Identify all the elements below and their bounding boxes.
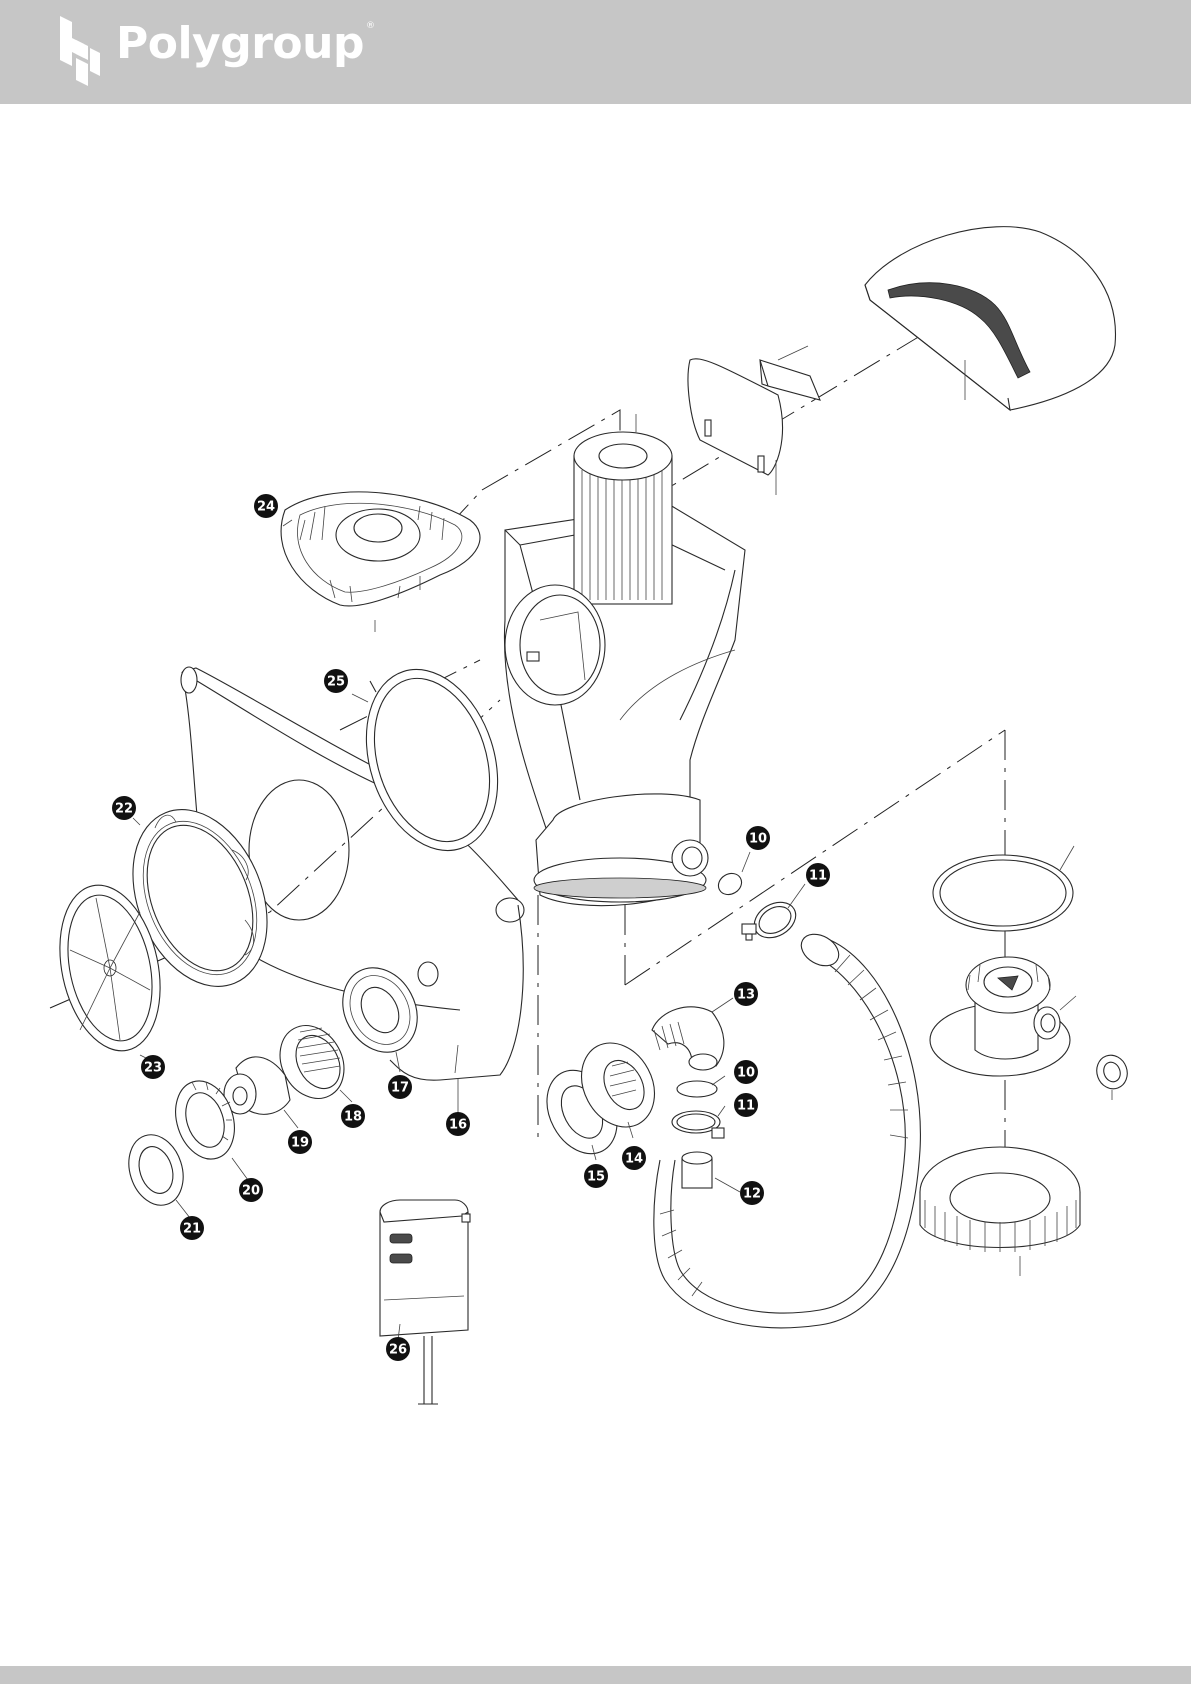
callout-17: 17 bbox=[388, 1075, 412, 1099]
header-bar: Polygroup® bbox=[0, 0, 1191, 104]
exploded-parts-diagram: 24 25 22 23 10 11 13 10 11 12 14 15 16 1… bbox=[0, 104, 1191, 1666]
svg-text:23: 23 bbox=[144, 1061, 162, 1076]
svg-text:22: 22 bbox=[115, 802, 133, 817]
callout-10-upper: 10 bbox=[746, 826, 770, 850]
pump-lock-ring bbox=[920, 1147, 1080, 1276]
callout-20: 20 bbox=[239, 1178, 263, 1202]
callout-23: 23 bbox=[141, 1055, 165, 1079]
part-24-skimmer-basket bbox=[281, 492, 480, 632]
footer-bar bbox=[0, 1666, 1191, 1684]
weir-flap bbox=[688, 346, 820, 495]
part-10-o-ring-upper bbox=[715, 869, 746, 898]
part-11-hose-clamp-upper bbox=[742, 895, 802, 945]
svg-text:12: 12 bbox=[743, 1187, 761, 1202]
polygroup-logo-icon bbox=[56, 14, 116, 90]
svg-text:16: 16 bbox=[449, 1118, 467, 1133]
part-13-elbow bbox=[652, 1007, 724, 1070]
skimmer-body bbox=[504, 414, 745, 906]
svg-text:11: 11 bbox=[737, 1099, 755, 1114]
svg-text:11: 11 bbox=[809, 869, 827, 884]
part-17-washer bbox=[328, 955, 431, 1066]
part-10-o-ring-lower bbox=[677, 1081, 717, 1097]
svg-text:17: 17 bbox=[391, 1081, 409, 1096]
callout-25: 25 bbox=[324, 669, 348, 693]
svg-text:21: 21 bbox=[183, 1222, 201, 1237]
callout-18: 18 bbox=[341, 1104, 365, 1128]
svg-text:24: 24 bbox=[257, 500, 275, 515]
callout-10-lower: 10 bbox=[734, 1060, 758, 1084]
svg-text:10: 10 bbox=[737, 1066, 755, 1081]
callout-15: 15 bbox=[584, 1164, 608, 1188]
callout-11-upper: 11 bbox=[806, 863, 830, 887]
callout-21: 21 bbox=[180, 1216, 204, 1240]
brand-name: Polygroup® bbox=[116, 22, 374, 66]
part-25-gasket-ring bbox=[344, 652, 519, 867]
svg-text:18: 18 bbox=[344, 1110, 362, 1125]
skimmer-lid bbox=[865, 227, 1115, 410]
svg-text:19: 19 bbox=[291, 1136, 309, 1151]
part-26-power-plug bbox=[380, 1200, 470, 1404]
svg-text:25: 25 bbox=[327, 675, 345, 690]
part-19-strainer-elbow bbox=[224, 1057, 290, 1114]
callout-19: 19 bbox=[288, 1130, 312, 1154]
svg-text:10: 10 bbox=[749, 832, 767, 847]
callout-11-lower: 11 bbox=[734, 1093, 758, 1117]
callout-14: 14 bbox=[622, 1146, 646, 1170]
pump-washer bbox=[1092, 1051, 1132, 1100]
callout-13: 13 bbox=[734, 982, 758, 1006]
callout-12: 12 bbox=[740, 1181, 764, 1205]
part-21-washer bbox=[120, 1128, 192, 1213]
callout-24: 24 bbox=[254, 494, 278, 518]
svg-text:20: 20 bbox=[242, 1184, 260, 1199]
svg-text:14: 14 bbox=[625, 1152, 643, 1167]
svg-text:13: 13 bbox=[737, 988, 755, 1003]
callout-16: 16 bbox=[446, 1112, 470, 1136]
pump-motor-housing bbox=[930, 957, 1076, 1076]
callout-26: 26 bbox=[386, 1337, 410, 1361]
part-11-hose-clamp-lower bbox=[672, 1111, 724, 1138]
callout-22: 22 bbox=[112, 796, 136, 820]
svg-text:26: 26 bbox=[389, 1343, 407, 1358]
svg-text:15: 15 bbox=[587, 1170, 605, 1185]
pump-o-ring bbox=[933, 846, 1074, 931]
